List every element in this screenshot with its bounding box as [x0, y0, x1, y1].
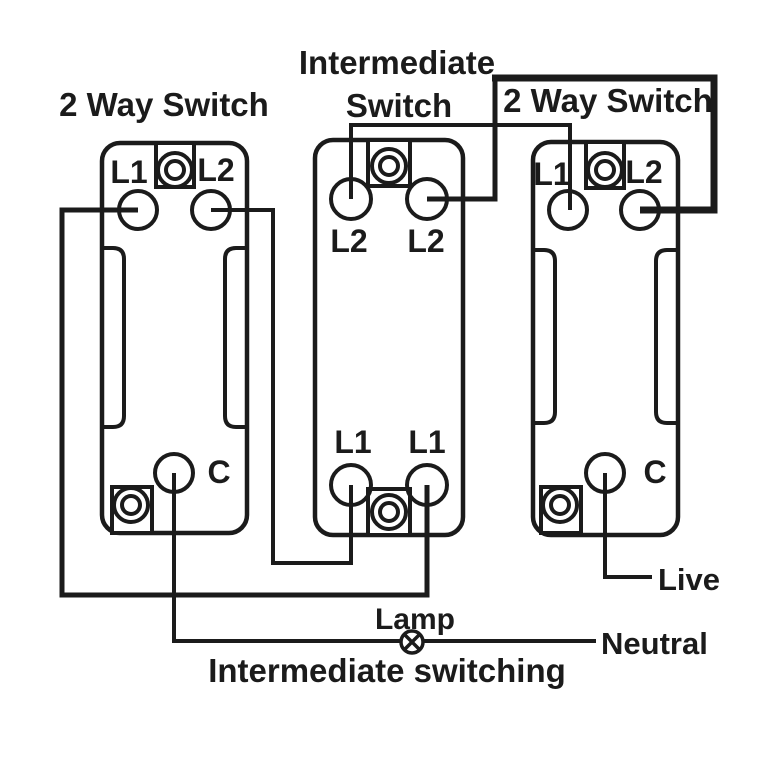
left-switch-left-slot — [102, 246, 126, 429]
right-switch-left-slot — [533, 248, 557, 425]
wire-left-c-to-lamp-neutral — [172, 473, 596, 643]
neutral-label: Neutral — [601, 626, 708, 661]
left-switch-l1-terminal — [117, 189, 159, 231]
right-switch-right-slot — [654, 248, 678, 425]
right-switch-l1-label: L1 — [533, 156, 570, 192]
live-label: Live — [658, 562, 720, 597]
left-switch-title: 2 Way Switch — [59, 86, 269, 123]
left-switch-l2-label: L2 — [197, 152, 234, 188]
left-switch-l1-label: L1 — [110, 154, 147, 190]
lamp-icon — [399, 629, 425, 655]
intermediate-bottom-left-label: L1 — [334, 424, 371, 460]
right-switch-top-screw-icon — [586, 151, 624, 189]
wires — [59, 74, 718, 643]
right-switch-l2-terminal — [619, 189, 661, 231]
left-switch-l2-terminal — [190, 189, 232, 231]
intermediate-switch-title-line2: Switch — [346, 87, 452, 124]
left-switch-c-label: C — [207, 454, 230, 490]
wire-right-c-to-live — [603, 473, 652, 579]
intermediate-switch-bottom-screw-icon — [370, 493, 408, 531]
left-switch-c-terminal — [153, 452, 195, 494]
screws — [112, 147, 624, 531]
right-switch-bottom-screw-icon — [541, 486, 579, 524]
right-switch-l1-terminal — [547, 189, 589, 231]
intermediate-top-right-terminal — [405, 177, 449, 221]
intermediate-top-left-label: L2 — [330, 223, 367, 259]
left-switch-bottom-screw-icon — [112, 486, 150, 524]
intermediate-bottom-left-terminal — [329, 463, 373, 507]
right-switch — [530, 139, 681, 538]
intermediate-top-left-terminal — [329, 177, 373, 221]
terminals — [117, 177, 661, 507]
diagram-caption: Intermediate switching — [208, 652, 566, 689]
intermediate-bottom-right-label: L1 — [408, 424, 445, 460]
right-switch-l2-label: L2 — [625, 154, 662, 190]
intermediate-bottom-right-terminal — [405, 463, 449, 507]
labels: 2 Way Switch Intermediate Switch 2 Way S… — [59, 44, 720, 689]
left-switch — [99, 140, 250, 536]
wire-intermediate-right-l2-riser — [427, 80, 498, 202]
lamp-label: Lamp — [375, 603, 455, 636]
intermediate-top-right-label: L2 — [407, 223, 444, 259]
left-switch-right-slot — [223, 246, 247, 429]
right-switch-title: 2 Way Switch — [503, 82, 713, 119]
wire-intermediate-left-l2-to-right-l1 — [349, 123, 572, 210]
intermediate-switch-title-line1: Intermediate — [299, 44, 495, 81]
right-switch-c-terminal — [584, 452, 626, 494]
wire-loop-to-right-l2 — [492, 74, 718, 214]
left-switch-top-screw-icon — [156, 151, 194, 189]
right-switch-c-label: C — [643, 454, 666, 490]
wire-left-l2-to-intermediate-left-l1 — [211, 208, 353, 565]
wire-left-l1-to-intermediate-right-l1 — [59, 207, 430, 598]
intermediate-switch-top-screw-icon — [370, 147, 408, 185]
